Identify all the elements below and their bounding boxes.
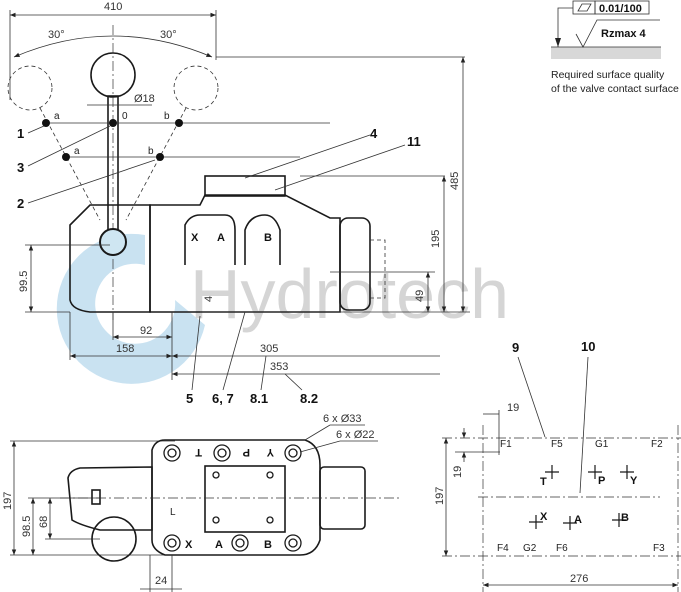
watermark-logo: Hydrotech — [56, 233, 509, 384]
svg-text:T: T — [195, 446, 202, 458]
svg-text:Y: Y — [630, 475, 638, 487]
svg-text:Ø18: Ø18 — [134, 93, 155, 105]
svg-text:F6: F6 — [556, 543, 568, 554]
svg-text:F2: F2 — [651, 439, 663, 450]
svg-text:305: 305 — [260, 343, 278, 355]
svg-text:2: 2 — [17, 196, 24, 211]
svg-text:F3: F3 — [653, 543, 665, 554]
svg-text:X: X — [540, 511, 548, 523]
svg-text:L: L — [170, 507, 176, 518]
svg-text:6, 7: 6, 7 — [212, 391, 234, 406]
svg-text:30°: 30° — [160, 29, 177, 41]
svg-text:P: P — [243, 446, 250, 458]
svg-text:X: X — [191, 232, 199, 244]
svg-text:G2: G2 — [523, 543, 537, 554]
surface-quality-note: Required surface quality of the valve co… — [551, 69, 679, 95]
svg-text:485: 485 — [449, 172, 461, 190]
svg-text:197: 197 — [434, 487, 446, 505]
svg-text:158: 158 — [116, 343, 134, 355]
svg-text:0: 0 — [122, 111, 128, 122]
svg-text:3: 3 — [17, 160, 24, 175]
svg-text:195: 195 — [430, 230, 442, 248]
svg-text:F1: F1 — [500, 439, 512, 450]
mounting-pattern: 9 10 197 19 19 276 F1 F5 G1 F2 F4 G2 F6 … — [434, 339, 681, 592]
svg-text:24: 24 — [155, 575, 167, 587]
svg-text:276: 276 — [570, 573, 588, 585]
svg-text:30°: 30° — [48, 29, 65, 41]
svg-text:a: a — [74, 146, 80, 157]
svg-text:8.2: 8.2 — [300, 391, 318, 406]
svg-text:b: b — [164, 111, 170, 122]
svg-text:98.5: 98.5 — [21, 516, 33, 537]
svg-text:A: A — [574, 514, 582, 526]
svg-text:A: A — [215, 539, 223, 551]
svg-text:6 x Ø22: 6 x Ø22 — [336, 429, 375, 441]
svg-text:10: 10 — [581, 339, 595, 354]
svg-text:Y: Y — [266, 446, 274, 458]
svg-text:68: 68 — [38, 516, 50, 528]
svg-text:4: 4 — [203, 296, 215, 302]
svg-text:b: b — [148, 146, 154, 157]
svg-text:B: B — [621, 512, 629, 524]
svg-text:F4: F4 — [497, 543, 509, 554]
svg-text:F5: F5 — [551, 439, 563, 450]
dim-410: 410 — [104, 1, 122, 13]
svg-text:4: 4 — [370, 126, 378, 141]
svg-text:353: 353 — [270, 361, 288, 373]
svg-text:197: 197 — [2, 492, 14, 510]
svg-text:Hydrotech: Hydrotech — [190, 255, 509, 333]
svg-text:A: A — [217, 232, 225, 244]
svg-text:B: B — [264, 539, 272, 551]
flatness-value: 0.01/100 — [599, 3, 642, 15]
svg-text:92: 92 — [140, 325, 152, 337]
svg-text:49: 49 — [414, 290, 426, 302]
svg-text:G1: G1 — [595, 439, 609, 450]
svg-text:8.1: 8.1 — [250, 391, 268, 406]
side-view: 410 30° 30° Ø18 a 0 b a b 1 3 2 — [7, 1, 470, 406]
svg-text:1: 1 — [17, 126, 24, 141]
svg-text:T: T — [540, 476, 547, 488]
roughness-value: Rzmax 4 — [601, 28, 647, 40]
svg-text:B: B — [264, 232, 272, 244]
svg-text:5: 5 — [186, 391, 193, 406]
svg-text:19: 19 — [452, 466, 464, 478]
svg-text:a: a — [54, 111, 60, 122]
svg-text:9: 9 — [512, 340, 519, 355]
svg-text:X: X — [185, 539, 193, 551]
svg-text:19: 19 — [507, 402, 519, 414]
surface-quality-symbol: 0.01/100 Rzmax 4 — [551, 0, 661, 59]
svg-text:11: 11 — [407, 134, 421, 149]
svg-text:6 x Ø33: 6 x Ø33 — [323, 413, 362, 425]
top-view: 197 98.5 68 T P Y X A B L — [2, 413, 400, 592]
svg-text:99.5: 99.5 — [18, 271, 30, 292]
svg-text:P: P — [598, 475, 605, 487]
